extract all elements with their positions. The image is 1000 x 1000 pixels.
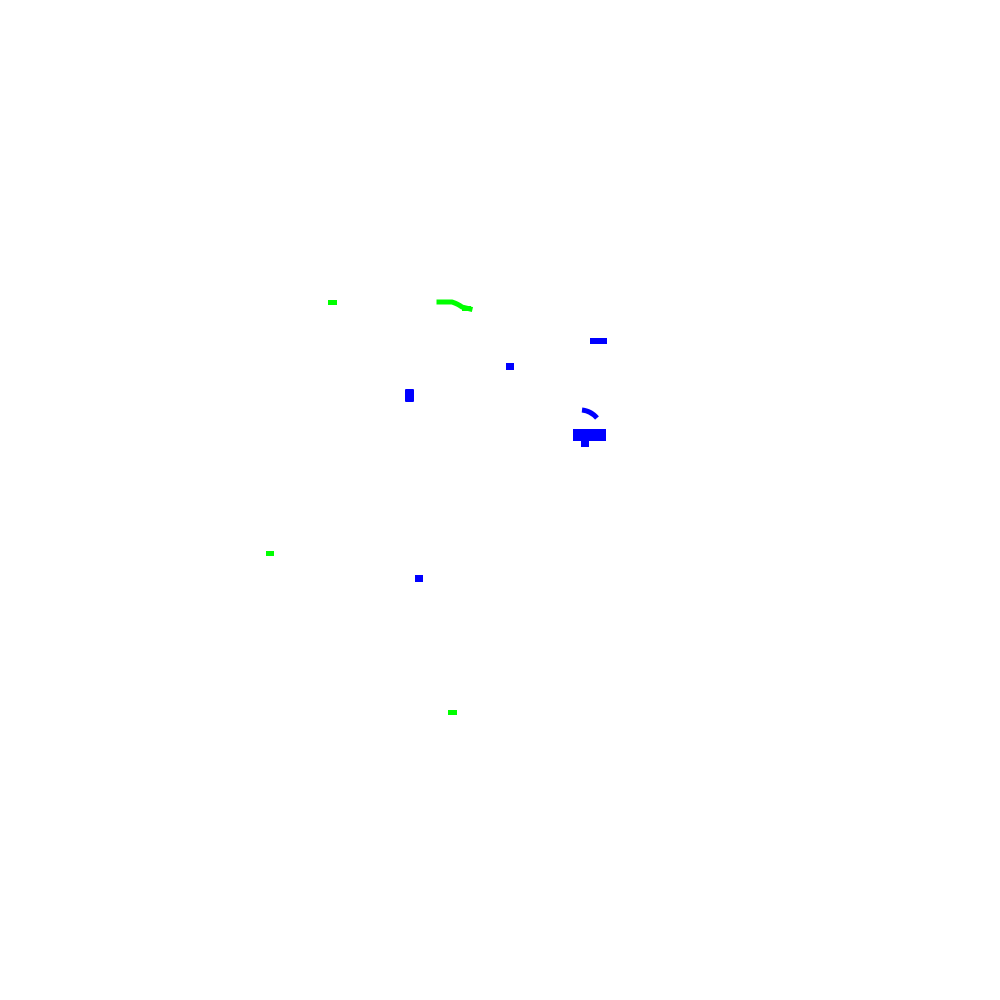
- blue-mark: [506, 363, 514, 370]
- blue-mark: [405, 389, 414, 402]
- green-stroke: [436, 299, 474, 313]
- blue-mark: [581, 440, 589, 447]
- green-mark: [328, 300, 337, 305]
- green-mark: [266, 551, 274, 556]
- blue-mark: [573, 429, 606, 441]
- green-mark: [448, 710, 457, 715]
- blue-mark: [415, 575, 423, 582]
- blue-mark: [590, 338, 607, 344]
- green-mark: [462, 306, 471, 311]
- blue-stroke: [581, 407, 599, 420]
